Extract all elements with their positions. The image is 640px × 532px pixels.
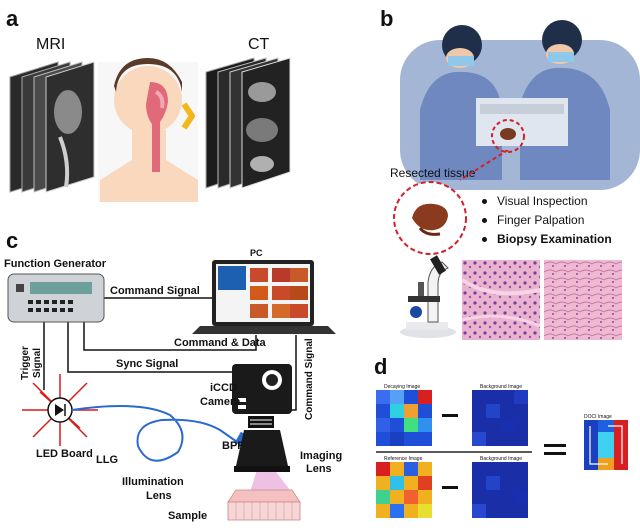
illumination-lens-label: Lens (146, 490, 172, 502)
panel-a-illustration (9, 57, 291, 202)
bullet-finger-palpation: Finger Palpation (482, 213, 584, 227)
imaging-lens-label: Lens (306, 463, 332, 475)
panel-c-letter: c (6, 228, 19, 253)
pc-laptop (192, 260, 336, 334)
resected-tissue-zoom (393, 181, 467, 255)
doci-image-label: DOCI Image (584, 414, 612, 420)
decaying-image-label: Decaying Image (384, 384, 421, 390)
bullet-visual-inspection: Visual Inspection (482, 194, 588, 208)
mri-slice-stack (9, 61, 95, 193)
histology-image-2 (544, 260, 622, 340)
sync-signal-label: Sync Signal (116, 358, 179, 370)
microscope-illustration (400, 255, 456, 338)
resected-tissue-label: Resected tissue (390, 166, 476, 180)
surgery-scene-illustration (400, 20, 640, 190)
minus-icon-2 (442, 486, 458, 489)
background-image-label-2: Background Image (480, 456, 522, 462)
imaging-label: Imaging (300, 450, 343, 462)
light-guide-fiber (71, 405, 241, 462)
pc-label: PC (250, 248, 263, 258)
head-anatomy-illustration (98, 58, 198, 202)
tissue-connector (459, 150, 509, 181)
ct-label: CT (248, 36, 270, 53)
panel-a-letter: a (6, 6, 19, 31)
panel-c-schematic (7, 260, 336, 521)
command-and-data-label: Command & Data (174, 337, 266, 349)
bpf-label: BPF (222, 440, 244, 452)
llg-label: LLG (96, 454, 118, 466)
camera-label: Camera (200, 396, 241, 408)
equals-icon (544, 444, 566, 455)
iccd-label: iCCD (210, 382, 237, 394)
decaying-image-heatmap (376, 390, 432, 446)
background-image-heatmap-2 (472, 462, 528, 518)
chevron-right-icon (181, 102, 195, 130)
reference-image-heatmap (376, 462, 432, 518)
panel-b-letter: b (380, 6, 394, 31)
bullet-biopsy-examination: Biopsy Examination (482, 232, 612, 246)
iccd-camera-device (232, 364, 292, 472)
panel-d-letter: d (374, 354, 388, 379)
reference-image-label: Reference Image (384, 456, 423, 462)
sample-block (227, 489, 301, 521)
function-generator-label: Function Generator (4, 258, 107, 270)
background-image-label-1: Background Image (480, 384, 522, 390)
led-board-icon (22, 374, 98, 446)
histology-image-1 (462, 260, 540, 340)
minus-icon (442, 414, 458, 417)
background-image-heatmap-1 (472, 390, 528, 446)
function-generator-device (7, 273, 105, 323)
illumination-label: Illumination (122, 476, 184, 488)
mri-label: MRI (36, 36, 66, 53)
ct-slice-stack (205, 57, 291, 189)
panel-d-diagram (376, 390, 628, 518)
command-signal-label: Command Signal (110, 285, 200, 297)
sample-label: Sample (168, 510, 208, 522)
doci-image-heatmap (584, 420, 628, 470)
led-board-label: LED Board (36, 448, 93, 460)
